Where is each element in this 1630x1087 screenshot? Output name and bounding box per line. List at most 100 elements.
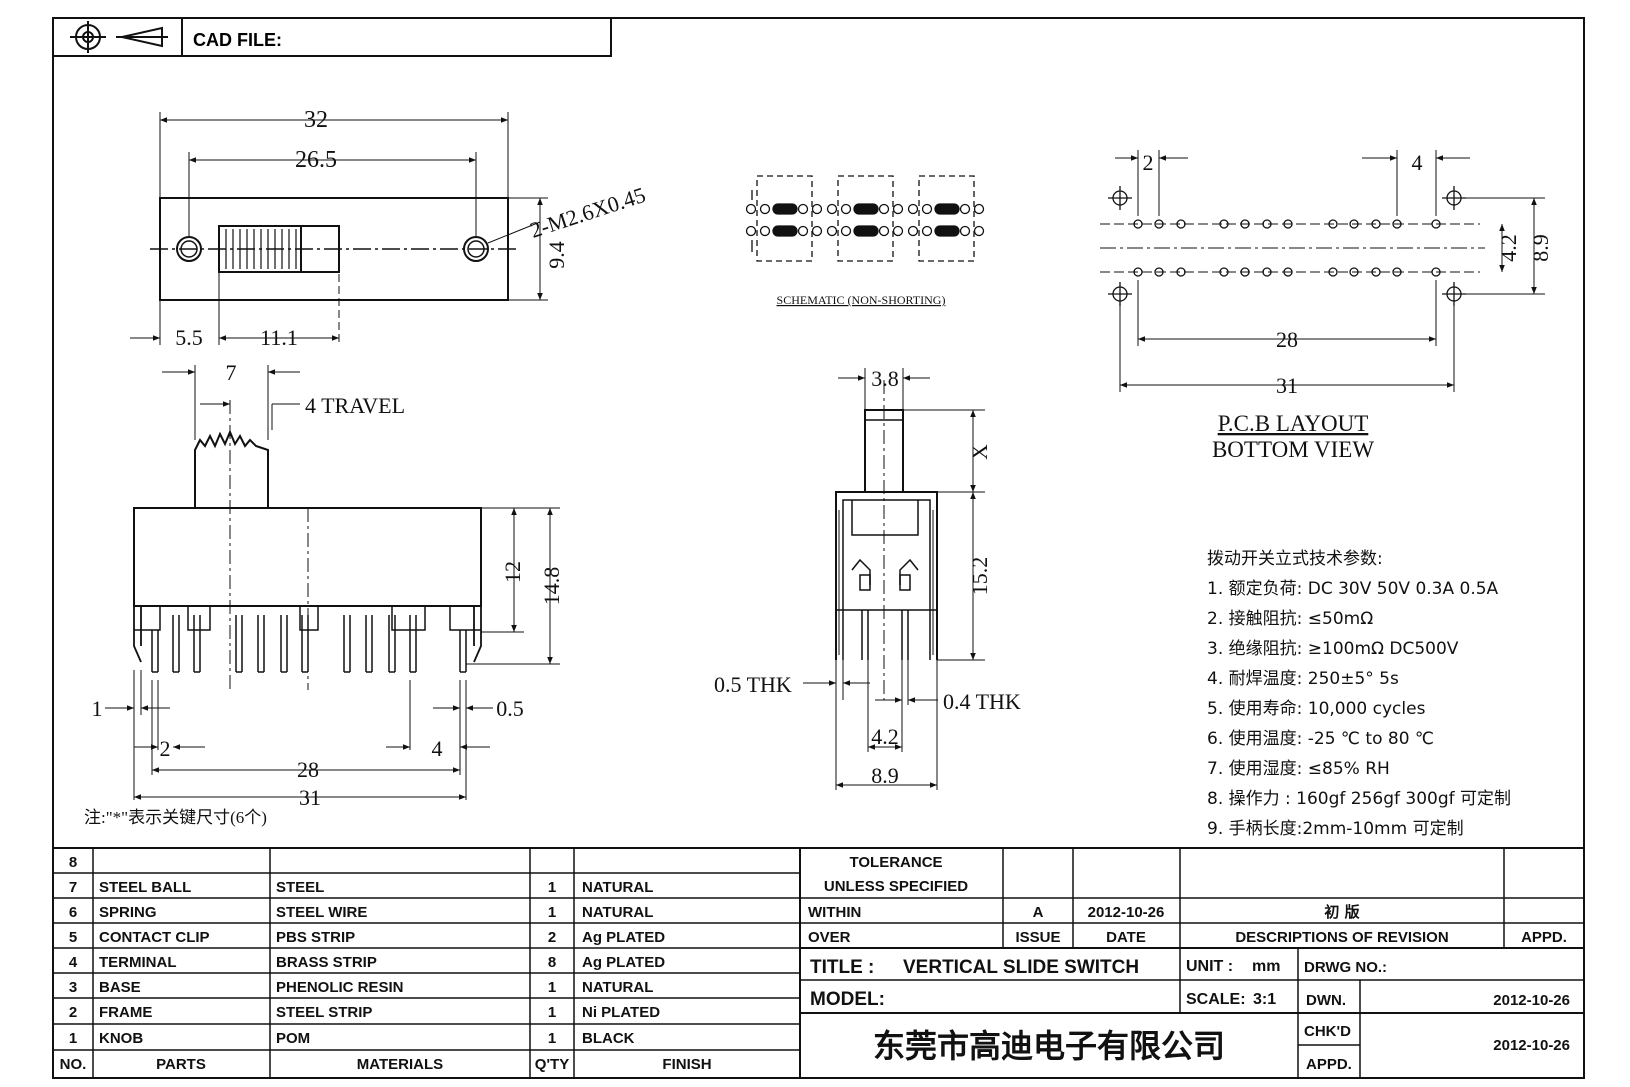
spec-item: 7. 使用湿度: ≤85% RH xyxy=(1207,758,1390,779)
dim-end-x: X xyxy=(967,444,992,460)
bom-table xyxy=(53,847,1584,1078)
bom-no: 5 xyxy=(69,929,77,946)
dim-left-offset: 5.5 xyxy=(175,325,203,350)
bom-qty: 1 xyxy=(548,904,556,921)
key-dimension-note: 注:"*"表示关键尺寸(6个) xyxy=(84,808,267,827)
spec-item: 8. 操作力 : 160gf 256gf 300gf 可定制 xyxy=(1207,789,1511,809)
unit-label: UNIT : xyxy=(1186,958,1233,975)
spec-heading: 拨动开关立式技术参数: xyxy=(1207,549,1383,569)
revision-date: 2012-10-26 xyxy=(1088,904,1165,921)
end-view xyxy=(803,368,985,790)
bom-no: 1 xyxy=(69,1030,77,1047)
thk-left-label: 0.5 THK xyxy=(714,672,792,697)
bom-finish: BLACK xyxy=(582,1030,635,1047)
scale-label: SCALE: xyxy=(1186,991,1246,1008)
spec-item: 1. 额定负荷: DC 30V 50V 0.3A 0.5A xyxy=(1207,579,1499,599)
bom-finish: NATURAL xyxy=(582,904,653,921)
drawing-border xyxy=(52,17,1585,1079)
bom-no: 8 xyxy=(69,854,77,871)
top-view xyxy=(130,112,548,345)
bom-finish: NATURAL xyxy=(582,979,653,996)
bom-part: BASE xyxy=(99,979,141,996)
bom-material: STEEL xyxy=(276,879,324,896)
dim-28-side: 28 xyxy=(297,757,319,782)
dim-knob-width: 7 xyxy=(226,360,237,385)
pcb-layout-subtitle: BOTTOM VIEW xyxy=(1212,437,1374,462)
title-value: VERTICAL SLIDE SWITCH xyxy=(903,957,1139,978)
dim-end-knob: 3.8 xyxy=(871,366,899,391)
pcb-layout-title: P.C.B LAYOUT xyxy=(1218,411,1369,436)
bom-material: PHENOLIC RESIN xyxy=(276,979,404,996)
checked-label: CHK'D xyxy=(1304,1023,1351,1040)
checked-date: 2012-10-26 xyxy=(1493,1037,1570,1054)
pcb-dim-2: 2 xyxy=(1143,150,1154,175)
bom-header-qty: Q'TY xyxy=(535,1056,569,1073)
bom-no: 6 xyxy=(69,904,77,921)
bom-no: 2 xyxy=(69,1004,77,1021)
appd-column-label: APPD. xyxy=(1521,929,1567,946)
bom-qty: 2 xyxy=(548,929,556,946)
drawing-number-label: DRWG NO.: xyxy=(1304,959,1387,976)
bom-finish: Ag PLATED xyxy=(582,954,665,971)
bom-qty: 1 xyxy=(548,1004,556,1021)
spec-item: 6. 使用温度: -25 ℃ to 80 ℃ xyxy=(1207,728,1434,749)
bom-header-no: NO. xyxy=(60,1056,87,1073)
bom-part: STEEL BALL xyxy=(99,879,191,896)
bom-qty: 1 xyxy=(548,1030,556,1047)
title-block-text: TOLERANCE UNLESS SPECIFIED WITHIN OVER A… xyxy=(808,854,1570,1073)
bom-material: PBS STRIP xyxy=(276,929,355,946)
pcb-dim-42: 4.2 xyxy=(1496,234,1521,262)
revision-issue: A xyxy=(1033,904,1044,921)
spec-item: 2. 接触阻抗: ≤50mΩ xyxy=(1207,609,1373,629)
bom-no: 4 xyxy=(69,954,78,971)
dim-end-89: 8.9 xyxy=(871,763,899,788)
title-block-grid xyxy=(800,848,1584,1078)
bom-finish: Ag PLATED xyxy=(582,929,665,946)
approved-label: APPD. xyxy=(1306,1056,1352,1073)
bom-header-materials: MATERIALS xyxy=(357,1056,443,1073)
unit-value: mm xyxy=(1252,958,1280,975)
spec-item: 3. 绝缘阻抗: ≥100mΩ DC500V xyxy=(1207,639,1459,659)
company-name: 东莞市高迪电子有限公司 xyxy=(873,1027,1225,1065)
bom-part: KNOB xyxy=(99,1030,143,1047)
pcb-dim-31: 31 xyxy=(1276,373,1298,398)
bom-rows: 8 7 STEEL BALL STEEL 1 NATURAL 6 SPRING … xyxy=(60,854,712,1073)
bom-material: BRASS STRIP xyxy=(276,954,377,971)
bom-no: 3 xyxy=(69,979,77,996)
dim-pin-width: 1 xyxy=(92,696,103,721)
schematic-group-3 xyxy=(907,175,985,262)
dim-body-height: 12 xyxy=(500,561,525,583)
dim-pin-thickness: 0.5 xyxy=(496,696,524,721)
spec-item: 4. 耐焊温度: 250±5° 5s xyxy=(1207,669,1399,689)
pcb-dim-4: 4 xyxy=(1412,150,1423,175)
dim-top-height: 9.4 xyxy=(544,241,569,269)
bom-material: POM xyxy=(276,1030,310,1047)
revision-description: 初 版 xyxy=(1324,903,1359,921)
pcb-dim-28: 28 xyxy=(1276,327,1298,352)
bom-part: TERMINAL xyxy=(99,954,177,971)
dim-end-42: 4.2 xyxy=(871,724,899,749)
spec-item: 5. 使用寿命: 10,000 cycles xyxy=(1207,698,1426,719)
dim-31-side: 31 xyxy=(299,785,321,810)
bom-finish: NATURAL xyxy=(582,879,653,896)
bom-material: STEEL STRIP xyxy=(276,1004,372,1021)
spec-list: 拨动开关立式技术参数: 1. 额定负荷: DC 30V 50V 0.3A 0.5… xyxy=(1207,549,1511,839)
bom-qty: 1 xyxy=(548,879,556,896)
title-label: TITLE : xyxy=(810,957,874,978)
dim-pitch-small: 2 xyxy=(160,736,171,761)
pcb-layout xyxy=(1100,150,1545,392)
drawn-date: 2012-10-26 xyxy=(1493,992,1570,1009)
dim-knob-offset: 11.1 xyxy=(260,325,298,350)
bom-header-finish: FINISH xyxy=(662,1056,711,1073)
model-label: MODEL: xyxy=(810,989,885,1010)
bom-qty: 8 xyxy=(548,954,556,971)
cad-header: CAD FILE: xyxy=(52,17,612,57)
over-label: OVER xyxy=(808,929,851,946)
dim-total-height: 14.8 xyxy=(539,567,564,606)
dim-pitch-large: 4 xyxy=(432,736,443,761)
schematic xyxy=(745,175,985,262)
dim-hole-pitch: 26.5 xyxy=(295,147,337,173)
scale-value: 3:1 xyxy=(1253,991,1276,1008)
projection-symbol-icon xyxy=(70,21,168,53)
